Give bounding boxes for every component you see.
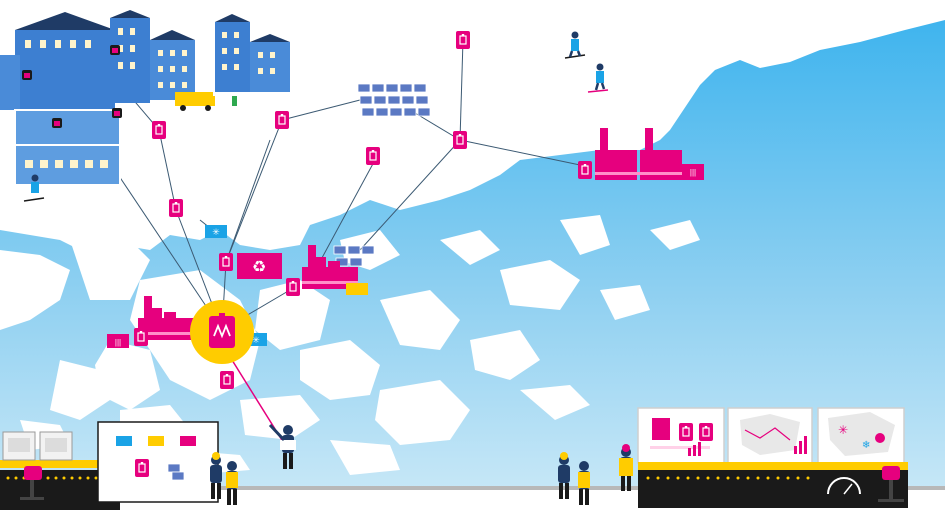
- svg-text:♻: ♻: [252, 257, 266, 276]
- whiteboard: [97, 421, 219, 503]
- solar-array-north: [357, 83, 431, 117]
- svg-text:✳: ✳: [838, 423, 848, 437]
- snowflake-box-1: ✳: [205, 225, 227, 238]
- skiers: [23, 31, 609, 202]
- city-buildings: [0, 10, 290, 186]
- people-left: [210, 423, 296, 505]
- factory-west: |||: [107, 296, 194, 348]
- svg-text:|||: |||: [690, 168, 696, 177]
- monitor-wall-right: ✳ ❄: [637, 407, 905, 464]
- energy-hub-icon: [190, 300, 254, 364]
- svg-text:✳: ✳: [212, 228, 220, 238]
- factory-center: [302, 245, 368, 295]
- floor-edge: [0, 486, 945, 490]
- recycle-box: ♻: [237, 253, 282, 279]
- svg-text:❄: ❄: [862, 440, 870, 451]
- people-right: [558, 444, 633, 505]
- svg-text:|||: |||: [115, 338, 121, 347]
- control-desk-right: [638, 462, 908, 508]
- svg-text:✳: ✳: [252, 336, 260, 346]
- factory-east: |||: [577, 128, 704, 180]
